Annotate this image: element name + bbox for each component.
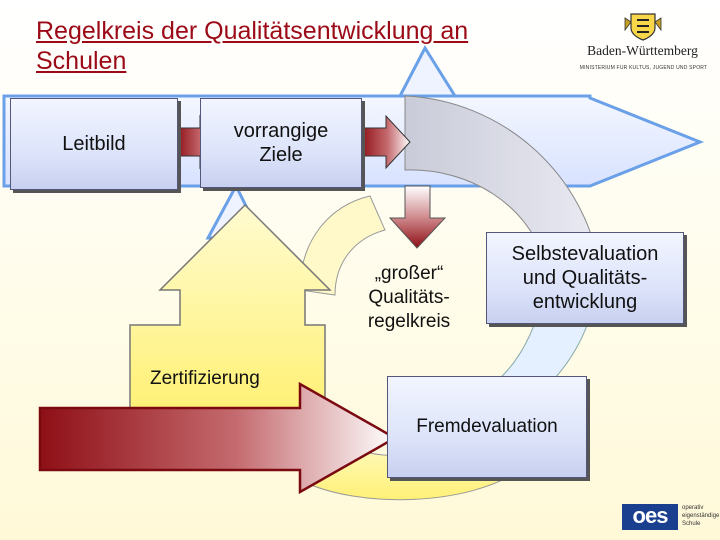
oes-tagline-1: operativ	[682, 505, 704, 511]
coat-of-arms-icon	[624, 13, 661, 41]
arrow-down-selbst	[388, 185, 447, 249]
logo-subtitle: MINISTERIUM FÜR KULTUS, JUGEND UND SPORT	[579, 65, 708, 71]
selbst-label-line-1: Selbstevaluation	[511, 243, 659, 265]
center-label-line-1: „großer“	[374, 263, 444, 284]
ziele-label-line-2: Ziele	[259, 144, 303, 166]
up-arrow-right	[397, 44, 458, 98]
arrow-ziele-right	[359, 114, 411, 170]
selbst-label-line-3: entwicklung	[532, 291, 638, 313]
box-selbstevaluation: Selbstevaluation und Qualitäts- entwickl…	[486, 232, 684, 324]
title-line-1: Regelkreis der Qualitätsentwicklung an	[36, 17, 469, 45]
center-label: „großer“ Qualitäts- regelkreis	[336, 262, 482, 334]
oes-tagline-2: eigenständige	[682, 513, 720, 519]
box-leitbild: Leitbild	[10, 98, 178, 190]
fremd-label: Fremdevaluation	[416, 416, 558, 437]
title-line-2: Schulen	[36, 47, 127, 75]
center-label-line-2: Qualitäts-	[368, 287, 450, 308]
baden-wuerttemberg-logo: Baden-Württemberg MINISTERIUM FÜR KULTUS…	[570, 10, 715, 74]
zertifizierung-label: Zertifizierung	[150, 368, 260, 389]
oes-logo-word: oes	[622, 504, 678, 530]
logo-name: Baden-Württemberg	[587, 43, 698, 58]
box-vorrangige-ziele: vorrangige Ziele	[200, 98, 362, 188]
ziele-label-line-1: vorrangige	[233, 120, 329, 142]
slide-title: Regelkreis der Qualitätsentwicklung an S…	[36, 16, 576, 76]
center-label-line-3: regelkreis	[367, 311, 451, 332]
oes-tagline-3: Schule	[682, 521, 701, 527]
fremdevaluation-red-arrow	[38, 381, 398, 495]
oes-logo: oes operativ eigenständige Schule	[622, 504, 719, 530]
selbst-label-line-2: und Qualitäts-	[522, 267, 648, 289]
leitbild-label: Leitbild	[62, 132, 126, 155]
box-fremdevaluation: Fremdevaluation	[387, 376, 587, 478]
